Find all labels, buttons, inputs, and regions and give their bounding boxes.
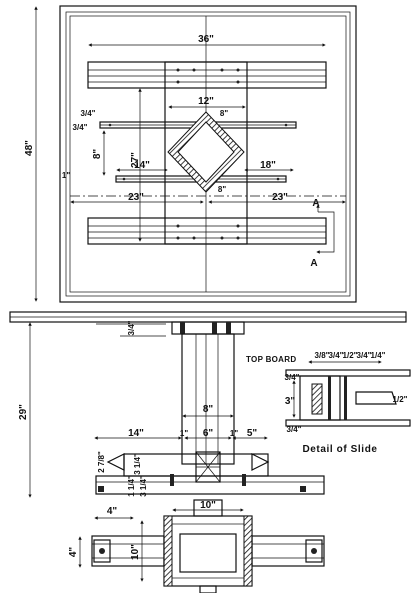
dim-2-7-8: 2 7/8" — [97, 451, 106, 473]
dim-27: 27" — [130, 152, 141, 168]
table-top-inner-outline — [65, 11, 351, 297]
bottom-rail — [87, 217, 327, 245]
dim-10-height: 10" — [130, 544, 141, 560]
dim-8-diag: 8" — [218, 185, 226, 194]
dim-10-width: 10" — [200, 500, 216, 511]
diamond-frame — [167, 111, 245, 193]
dim-6: 6" — [203, 428, 214, 439]
dim-23-right: 23" — [272, 192, 288, 203]
dim-3-4-elev: 3/4" — [127, 320, 136, 335]
dim-5: 5" — [247, 428, 258, 439]
dim-1-1-4: 1 1/4" — [127, 475, 136, 497]
detail-caption: Detail of Slide — [302, 444, 377, 455]
elevation-view: 3/4" 29" 8" 14" 1" 6" 1" 5" 2 7/8" 3 1/4… — [9, 311, 407, 593]
dim-3-1-4-b: 3 1/4" — [139, 475, 148, 497]
dim-29: 29" — [18, 404, 29, 420]
screws — [176, 68, 240, 240]
dim-14-elev: 14" — [128, 428, 144, 439]
dim-4-width: 4" — [107, 506, 118, 517]
detail-3-4-a: 3/4" — [329, 351, 344, 360]
detail-1-2-b: 1/2" — [393, 395, 408, 404]
central-column — [181, 333, 235, 465]
table-top-outline — [59, 5, 357, 303]
dim-3-1-4: 3 1/4" — [133, 453, 142, 475]
dim-8-column: 8" — [203, 404, 214, 415]
detail-3-8: 3/8" — [315, 351, 330, 360]
detail-3-4-c: 3/4" — [285, 373, 300, 382]
detail-3: 3" — [285, 396, 296, 407]
base-frame — [163, 515, 253, 587]
slide-detail: TOP BOARD 3/8" 3/4" 1/2" 3/4" 1/4" 3/4" … — [246, 351, 411, 455]
dim-48: 48" — [24, 140, 35, 156]
center-plate — [164, 61, 248, 245]
detail-3-4-d: 3/4" — [287, 425, 302, 434]
detail-3-4-b: 3/4" — [357, 351, 372, 360]
plan-view: 36" 12" 8" 48" 27" 8" 3/4" 3/4" 1" 14" 1… — [24, 5, 357, 303]
dim-1-b: 1" — [230, 429, 238, 438]
dim-18: 18" — [260, 160, 276, 171]
dim-23-left: 23" — [128, 192, 144, 203]
dim-8-top: 8" — [220, 109, 228, 118]
dim-12: 12" — [198, 96, 214, 107]
section-a-lower: A — [310, 258, 317, 269]
dim-3-4-left-b: 3/4" — [73, 123, 88, 132]
top-rail — [87, 61, 327, 89]
detail-1-2-a: 1/2" — [343, 351, 358, 360]
detail-1-4: 1/4" — [371, 351, 386, 360]
dim-36: 36" — [198, 34, 214, 45]
dim-1: 1" — [62, 171, 70, 180]
section-a-upper: A — [312, 198, 319, 209]
dim-1-a: 1" — [180, 429, 188, 438]
dim-3-4-left: 3/4" — [81, 109, 96, 118]
dim-14: 14" — [134, 160, 150, 171]
dim-8-left: 8" — [92, 149, 103, 160]
dim-4-height: 4" — [68, 547, 79, 558]
top-board-label: TOP BOARD — [246, 355, 296, 364]
